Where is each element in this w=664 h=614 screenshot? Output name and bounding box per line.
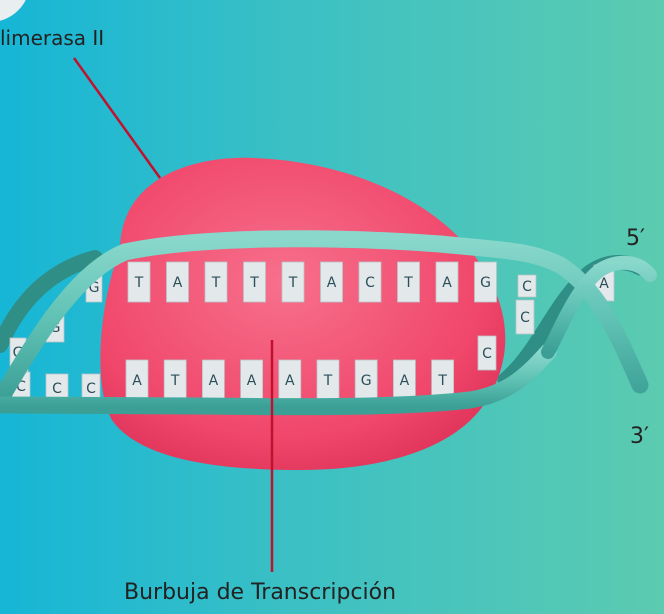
base-letter: C xyxy=(482,346,492,362)
top-bubble-base: C xyxy=(359,262,381,302)
base-letter: A xyxy=(400,373,410,389)
bottom-right-base: C xyxy=(478,336,496,370)
base-letter: T xyxy=(249,275,259,291)
base-letter: C xyxy=(52,381,62,397)
base-letter: A xyxy=(285,373,295,389)
rna-polymerase-shape xyxy=(100,158,505,470)
base-letter: G xyxy=(361,373,372,389)
bottom-bubble-base: A xyxy=(241,360,263,400)
polymerase-label: limerasa II xyxy=(0,26,104,50)
base-letter: A xyxy=(327,275,337,291)
base-letter: T xyxy=(288,275,298,291)
base-letter: A xyxy=(442,275,452,291)
top-bubble-base: A xyxy=(167,262,189,302)
base-letter: T xyxy=(134,275,144,291)
base-letter: A xyxy=(132,373,142,389)
base-letter: C xyxy=(365,275,375,291)
top-right-base: C xyxy=(516,300,534,334)
base-letter: T xyxy=(170,373,180,389)
base-letter: G xyxy=(480,275,491,291)
bubble-label: Burbuja de Transcripción xyxy=(124,580,396,605)
top-right-base: C xyxy=(518,275,536,297)
base-letter: C xyxy=(520,310,530,326)
bottom-bubble-base: A xyxy=(202,360,224,400)
base-letter: C xyxy=(86,381,96,397)
base-letter: T xyxy=(323,373,333,389)
base-letter: T xyxy=(211,275,221,291)
bottom-bubble-base: A xyxy=(393,360,415,400)
base-letter: A xyxy=(173,275,183,291)
three-prime-label: 3′ xyxy=(630,424,649,449)
top-bubble-base: T xyxy=(128,262,150,302)
base-letter: A xyxy=(247,373,257,389)
top-bubble-base: T xyxy=(398,262,420,302)
base-letter: A xyxy=(209,373,219,389)
top-bubble-base: A xyxy=(436,262,458,302)
top-bubble-base: A xyxy=(321,262,343,302)
bottom-bubble-base: G xyxy=(355,360,377,400)
five-prime-label: 5′ xyxy=(626,226,645,251)
base-letter: C xyxy=(522,279,532,295)
top-bubble-base: G xyxy=(475,262,497,302)
bottom-bubble-base: T xyxy=(164,360,186,400)
base-letter: T xyxy=(437,373,447,389)
bottom-bubble-base: A xyxy=(126,360,148,400)
bottom-bubble-base: A xyxy=(279,360,301,400)
bottom-bubble-base: T xyxy=(317,360,339,400)
top-bubble-base: T xyxy=(282,262,304,302)
top-bubble-base: T xyxy=(205,262,227,302)
polymerase-pointer-line xyxy=(74,58,160,178)
top-bubble-base: T xyxy=(244,262,266,302)
base-letter: T xyxy=(403,275,413,291)
